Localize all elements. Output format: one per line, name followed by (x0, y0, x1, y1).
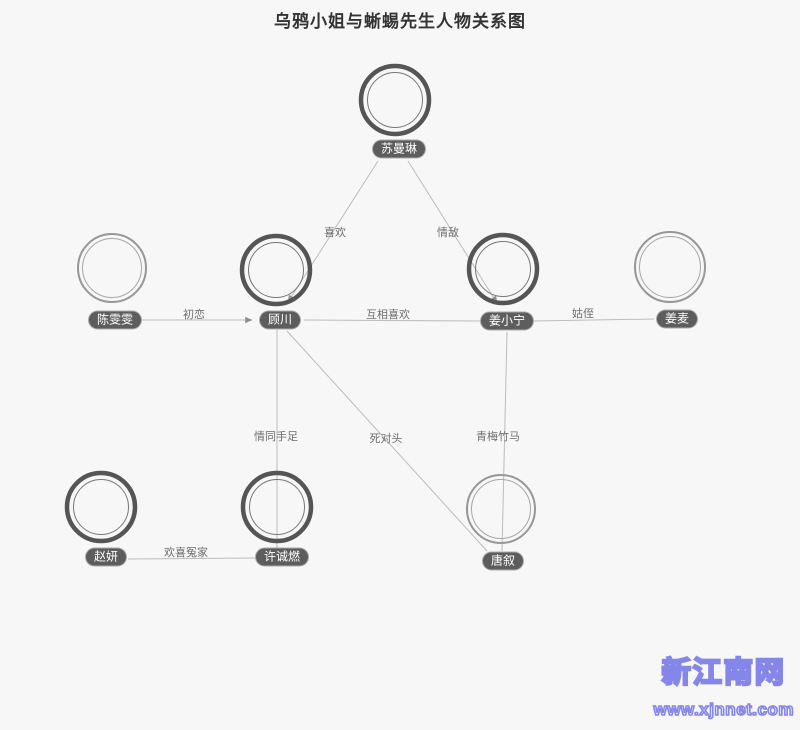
person-name-jiang-xiaoning[interactable]: 姜小宁 (480, 312, 534, 330)
relationship-label: 欢喜冤家 (164, 547, 208, 559)
person-node-inner-ring (367, 72, 423, 128)
person-node-chen-wenwen[interactable] (77, 233, 147, 303)
person-node-gu-chuan[interactable] (239, 233, 313, 307)
relationship-label: 青梅竹马 (476, 431, 520, 443)
watermark-logo: 新江南网 www.xjnnet.com (653, 649, 795, 720)
relationship-edge (127, 557, 256, 560)
nodes-layer (64, 63, 706, 544)
person-name-zhao-yan[interactable]: 赵妍 (85, 548, 127, 566)
relationship-edge (286, 330, 488, 552)
person-node-inner-ring (639, 236, 701, 298)
person-node-inner-ring (82, 238, 142, 298)
person-node-zhao-yan[interactable] (64, 470, 138, 544)
relationship-edge (303, 319, 481, 322)
person-name-gu-chuan[interactable]: 顾川 (259, 311, 301, 329)
person-node-inner-ring (471, 479, 531, 539)
relationship-label: 互相喜欢 (366, 309, 410, 321)
person-node-tang-xu[interactable] (466, 474, 536, 544)
relationship-label: 情敌 (437, 227, 459, 239)
relationship-edge (287, 160, 379, 303)
person-node-inner-ring (249, 479, 305, 535)
person-node-xu-chengran[interactable] (240, 470, 314, 544)
person-node-su-manlin[interactable] (358, 63, 432, 137)
person-node-inner-ring (248, 242, 304, 298)
relationship-label: 初恋 (183, 309, 205, 321)
relationship-label: 情同手足 (254, 431, 298, 443)
diagram-title: 乌鸦小姐与蜥蜴先生人物关系图 (274, 12, 526, 31)
relationship-edge (407, 160, 498, 304)
relationship-label: 姑侄 (572, 308, 594, 320)
person-node-jiang-mai[interactable] (634, 231, 706, 303)
watermark-site-name: 新江南网 (661, 656, 786, 690)
edges-layer (127, 160, 655, 560)
person-name-su-manlin[interactable]: 苏曼琳 (372, 140, 426, 158)
relationship-label: 死对头 (369, 433, 403, 445)
person-node-inner-ring (475, 241, 531, 297)
person-name-xu-chengran[interactable]: 许诚燃 (255, 548, 309, 566)
watermark-site-url: www.xjnnet.com (653, 699, 795, 720)
relationship-edge (501, 331, 508, 552)
relationship-edge (533, 318, 655, 322)
person-name-jiang-mai[interactable]: 姜麦 (656, 310, 698, 328)
person-node-inner-ring (73, 479, 129, 535)
person-name-tang-xu[interactable]: 唐叙 (482, 552, 524, 570)
relationship-label: 喜欢 (324, 227, 346, 239)
person-node-jiang-xiaoning[interactable] (466, 232, 540, 306)
person-name-chen-wenwen[interactable]: 陈雯雯 (88, 311, 142, 329)
